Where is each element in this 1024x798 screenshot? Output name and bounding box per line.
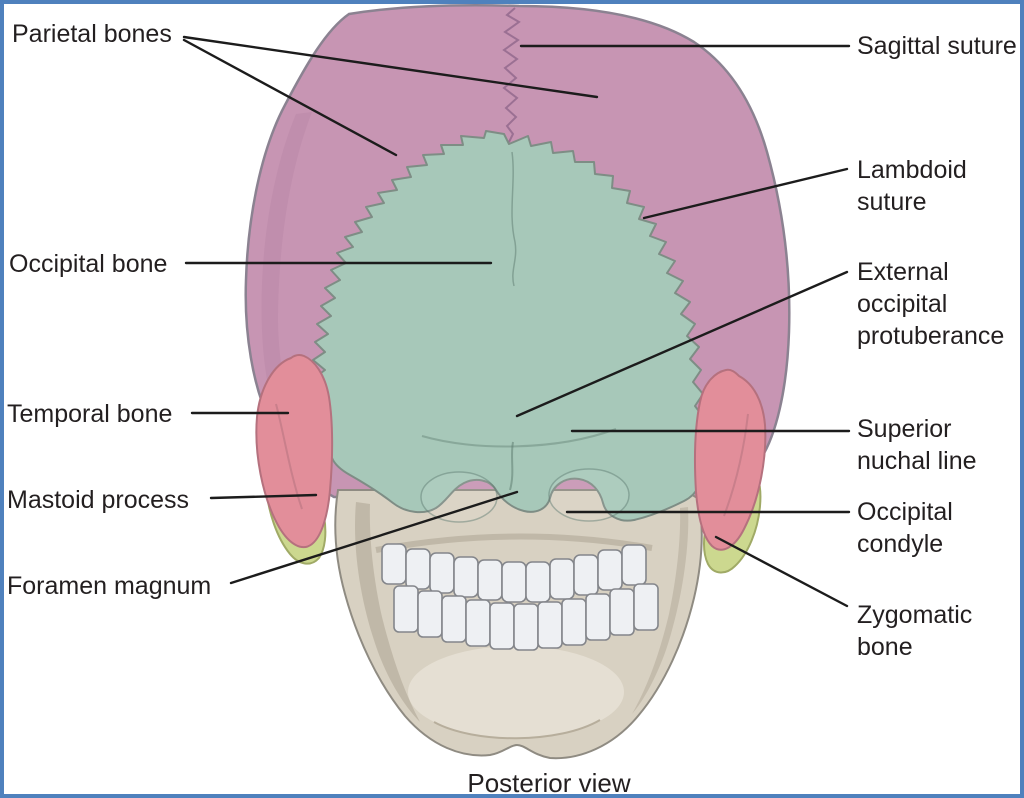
label-external-occipital-protuberance: External occipital protuberance (857, 258, 1005, 350)
temporal-crease-right (723, 413, 749, 517)
leader-external-occipital-protuberance (515, 270, 849, 418)
leader-parietal-lower (182, 38, 398, 157)
label-zygomatic-bone: Zygomatic bone (857, 601, 973, 661)
leader-mastoid-process (209, 493, 318, 500)
chin-highlight (408, 646, 624, 738)
leader-foramen-magnum (229, 490, 519, 585)
occipital-condyle-right-detail (548, 468, 630, 522)
temporal-bone-left-shape (255, 353, 334, 549)
figure-caption: Posterior view (467, 768, 631, 798)
label-occipital-condyle: Occipital condyle (857, 498, 953, 558)
skull-illustration (182, 4, 851, 760)
label-superior-nuchal-line: Superior nuchal line (857, 415, 977, 475)
leader-zygomatic-bone (714, 535, 849, 608)
label-mastoid-process: Mastoid process (7, 486, 190, 514)
mandible-shadow-right (632, 507, 689, 714)
superior-nuchal-line-detail (421, 428, 617, 448)
leader-lambdoid-suture (642, 167, 849, 220)
occipital-crest-detail (509, 441, 514, 491)
label-sagittal-suture: Sagittal suture (857, 32, 1017, 60)
mandible-shadow-left (354, 502, 420, 722)
sagittal-suture-line (502, 7, 521, 143)
label-foramen-magnum: Foramen magnum (7, 572, 212, 600)
occipital-condyle-left-detail (420, 471, 498, 523)
label-parietal-bones: Parietal bones (12, 20, 172, 48)
label-temporal-bone: Temporal bone (7, 400, 173, 428)
teeth-group (381, 543, 659, 651)
occipital-midline-squiggle (511, 151, 517, 287)
label-occipital-bone: Occipital bone (9, 250, 168, 278)
upper-jaw-shadow (375, 533, 653, 553)
leader-parietal-upper (182, 35, 599, 99)
label-lambdoid-suture: Lambdoid suture (857, 156, 967, 216)
chin-crease (433, 719, 601, 740)
leader-lines (182, 35, 851, 608)
